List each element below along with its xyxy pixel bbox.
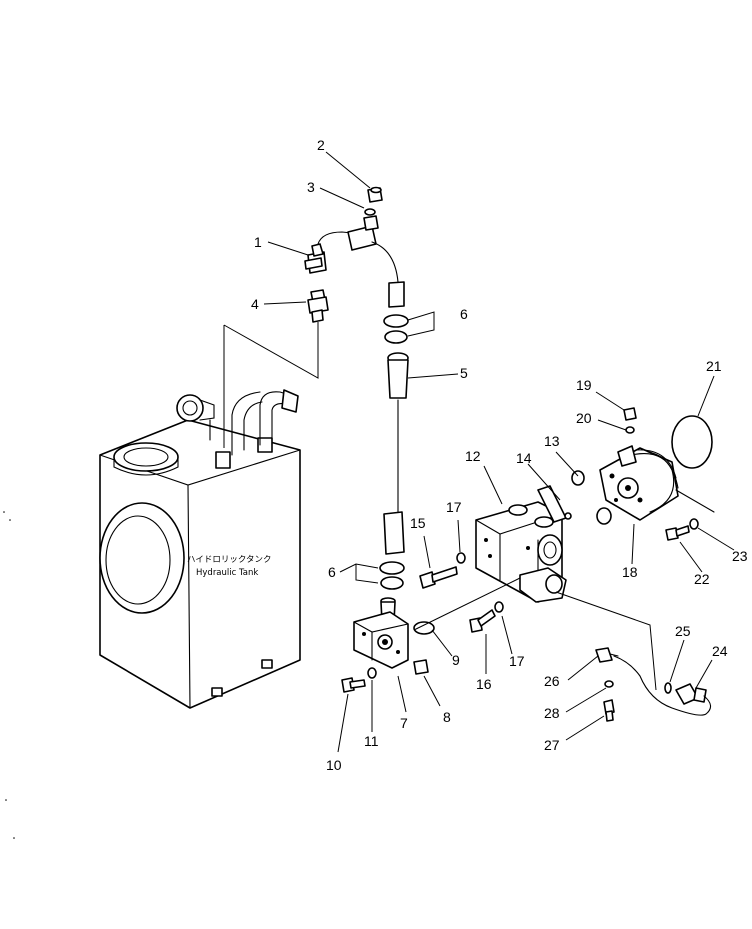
callout-20: 20 — [576, 410, 592, 426]
bolt-10 — [341, 677, 366, 693]
connector-4 — [307, 289, 329, 323]
plug-19 — [623, 407, 637, 421]
hose-5 — [387, 352, 409, 513]
connecting-line-7-12 — [413, 577, 521, 631]
callout-16: 16 — [476, 676, 492, 692]
hose-clamp-6-upper — [383, 314, 409, 344]
callout-7: 7 — [400, 715, 408, 731]
callout-15: 15 — [410, 515, 426, 531]
o-ring-14-small — [564, 512, 572, 520]
bolt-22 — [665, 525, 690, 541]
callout-9: 9 — [452, 652, 460, 668]
fitting-27 — [603, 699, 615, 722]
callout-17-lower: 17 — [509, 653, 525, 669]
tank-label-en: Hydraulic Tank — [196, 568, 258, 578]
o-ring-3 — [364, 208, 376, 216]
callout-28: 28 — [544, 705, 560, 721]
o-ring-9 — [413, 621, 435, 635]
callout-19: 19 — [576, 377, 592, 393]
sensor-24 — [613, 655, 712, 716]
washer-23 — [689, 518, 699, 530]
tee-fitting — [347, 215, 399, 283]
bolt-16 — [469, 609, 496, 633]
tank-label-jp: ハイドロリックタンク — [187, 555, 272, 565]
washer-17-lower — [494, 601, 504, 613]
o-ring-13-b — [596, 507, 612, 525]
pressure-switch-1 — [304, 231, 353, 274]
hose-lower-fitting — [383, 511, 405, 555]
callout-22: 22 — [694, 571, 710, 587]
callout-17-upper: 17 — [446, 499, 462, 515]
callout-27: 27 — [544, 737, 560, 753]
o-ring-28 — [604, 680, 614, 688]
valve-body-12 — [475, 501, 567, 603]
pump-body-18 — [599, 445, 715, 521]
o-ring-21 — [671, 415, 713, 469]
callout-6-lower: 6 — [328, 564, 336, 580]
hose-end-fitting — [388, 281, 405, 308]
switch-26 — [595, 647, 619, 663]
callout-8: 8 — [443, 709, 451, 725]
assembly-leader-4 — [223, 322, 319, 448]
callout-25: 25 — [675, 623, 691, 639]
callout-26: 26 — [544, 673, 560, 689]
o-ring-20 — [625, 426, 635, 434]
callout-5: 5 — [460, 365, 468, 381]
hydraulic-tank: ハイドロリックタンク Hydraulic Tank — [99, 389, 301, 709]
hose-clamp-6-lower — [379, 561, 405, 590]
callout-numbers: 1 2 3 4 5 6 6 7 8 9 10 11 12 13 14 15 16… — [251, 137, 748, 773]
callout-11: 11 — [364, 733, 379, 749]
callout-21: 21 — [706, 358, 722, 374]
sensor-line — [555, 591, 657, 691]
elbow-fitting-2 — [367, 186, 383, 203]
washer-11 — [367, 667, 377, 679]
callout-23: 23 — [732, 548, 748, 564]
plug-8 — [413, 659, 429, 675]
washer-17-upper — [456, 552, 466, 564]
callout-4: 4 — [251, 296, 259, 312]
adapter-block-7 — [353, 611, 409, 669]
callout-1: 1 — [254, 234, 262, 250]
callout-13: 13 — [544, 433, 560, 449]
callout-14: 14 — [516, 450, 532, 466]
callout-12: 12 — [465, 448, 481, 464]
callout-3: 3 — [307, 179, 315, 195]
bolt-15 — [419, 566, 458, 589]
callout-2: 2 — [317, 137, 325, 153]
callout-18: 18 — [622, 564, 638, 580]
callout-6-upper: 6 — [460, 306, 468, 322]
scan-specks — [3, 511, 15, 839]
callout-leaders — [263, 151, 735, 753]
o-ring-13-a — [571, 470, 585, 486]
callout-10: 10 — [326, 757, 342, 773]
o-ring-25 — [664, 682, 672, 694]
callout-24: 24 — [712, 643, 728, 659]
